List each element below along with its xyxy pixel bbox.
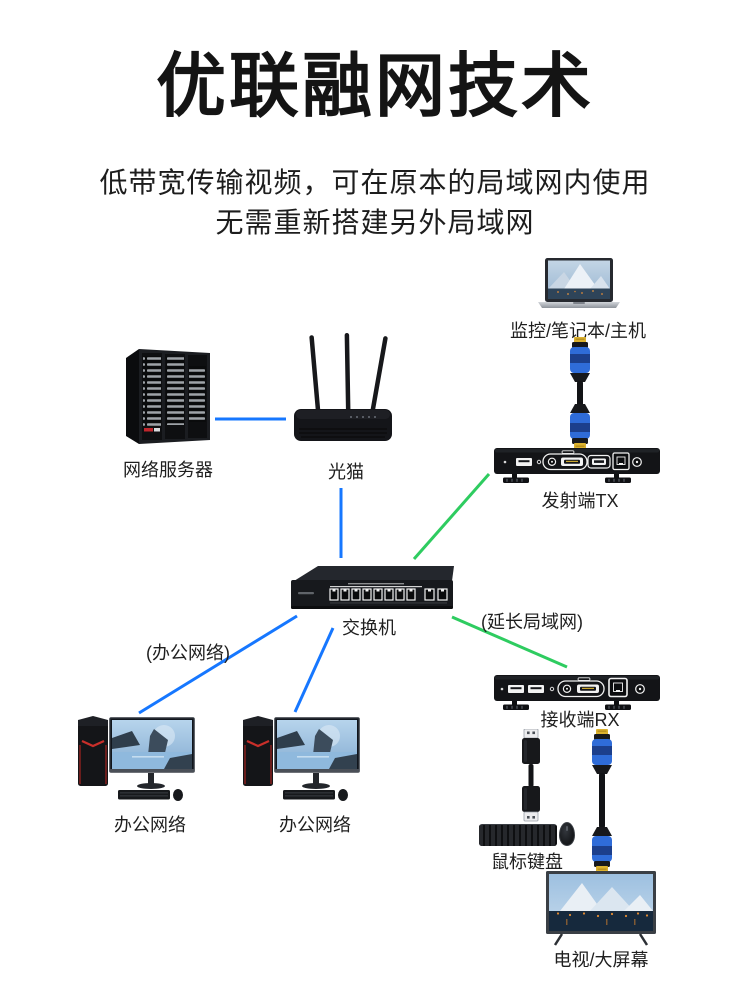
switch-label: 交换机 bbox=[342, 618, 396, 638]
usb-cable-icon bbox=[522, 728, 540, 822]
tv-icon bbox=[546, 871, 656, 946]
tx-device-image bbox=[494, 448, 660, 491]
rx-label: 接收端RX bbox=[540, 710, 620, 730]
desktop-pc-icon bbox=[243, 716, 360, 801]
tv-label: 电视/大屏幕 bbox=[553, 950, 649, 970]
hdmi-cable-icon bbox=[570, 337, 590, 449]
rx-device-image bbox=[494, 675, 660, 718]
laptop-label: 监控/笔记本/主机 bbox=[509, 321, 647, 341]
server-icon bbox=[126, 349, 210, 444]
connection-switch-pc_right bbox=[293, 627, 335, 713]
page-title: 优联融网技术 bbox=[156, 47, 594, 125]
tv-image bbox=[546, 871, 656, 952]
pc-left-image bbox=[74, 714, 196, 811]
hdmi-cable-tx-image bbox=[567, 337, 593, 454]
desktop-pc-icon bbox=[78, 716, 195, 801]
keyboard-mouse-label: 鼠标键盘 bbox=[491, 852, 563, 872]
modem-icon bbox=[294, 333, 392, 441]
switch-image bbox=[290, 562, 454, 617]
tx-label: 发射端TX bbox=[541, 491, 619, 511]
pc-right-label: 办公网络 bbox=[279, 815, 351, 835]
pc-right-image bbox=[239, 714, 361, 811]
laptop-icon bbox=[538, 258, 620, 308]
switch-icon bbox=[291, 566, 454, 609]
modem-image bbox=[293, 331, 393, 450]
modem-label: 光猫 bbox=[328, 462, 364, 482]
page-subtitle-line2: 无需重新搭建另外局域网 bbox=[215, 207, 535, 238]
server-label: 网络服务器 bbox=[123, 460, 213, 480]
mouse-image bbox=[559, 822, 575, 846]
usb-cable-image bbox=[520, 728, 542, 827]
server-image bbox=[126, 344, 210, 449]
tx-device-icon bbox=[494, 448, 660, 483]
pc-left-label: 办公网络 bbox=[114, 815, 186, 835]
hdmi-cable-icon bbox=[592, 729, 612, 872]
page-subtitle-line1: 低带宽传输视频，可在原本的局域网内使用 bbox=[99, 167, 651, 198]
rx-device-icon bbox=[494, 675, 660, 710]
extended-lan-note: (延长局域网) bbox=[481, 612, 583, 632]
connection-tx-switch bbox=[412, 473, 491, 560]
keyboard-image bbox=[479, 824, 557, 846]
laptop-image bbox=[538, 258, 620, 315]
hdmi-cable-tv-image bbox=[589, 729, 615, 877]
office-network-note: (办公网络) bbox=[146, 643, 230, 663]
